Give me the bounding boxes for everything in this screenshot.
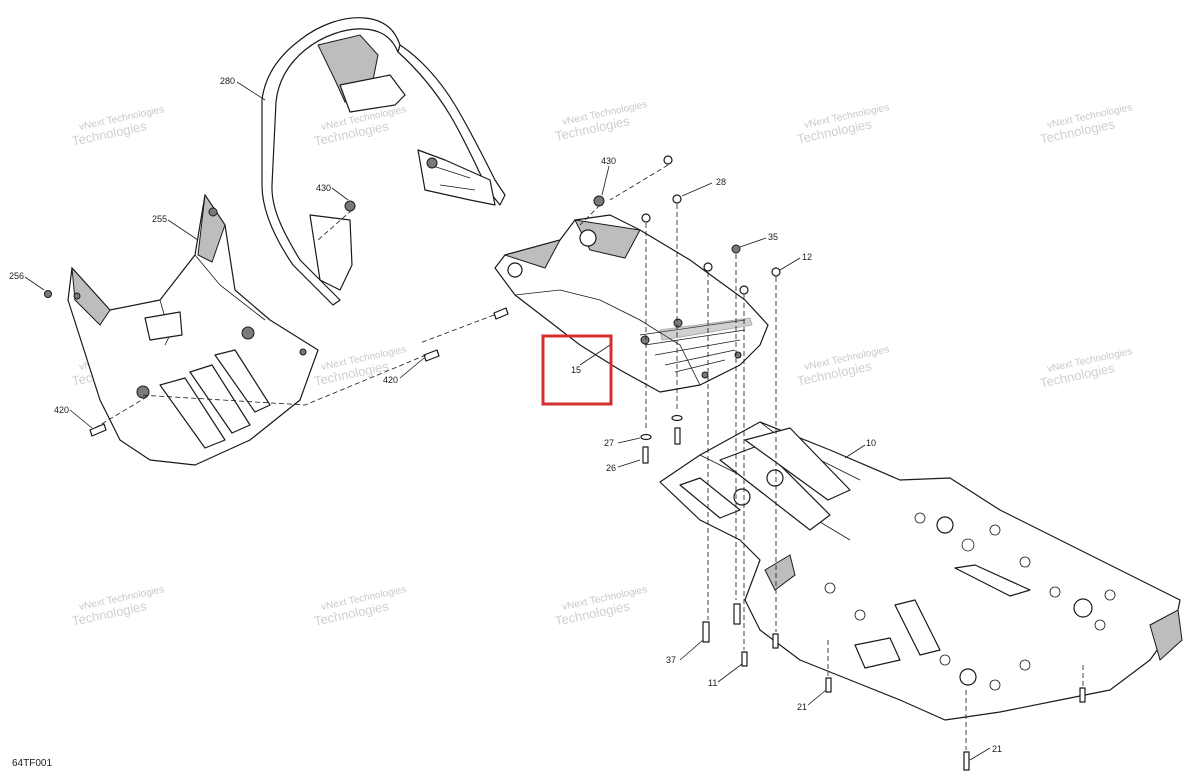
drawing-number: 64TF001 (12, 758, 52, 769)
front-bumper-part-280[interactable] (261, 17, 506, 306)
bolt-37-b[interactable] (733, 603, 741, 625)
nut-12-b[interactable] (739, 285, 749, 295)
callout-256[interactable]: 256 (9, 271, 24, 281)
washer-27-b[interactable] (671, 414, 683, 422)
callout-430-plate[interactable]: 430 (601, 156, 616, 166)
callout-27[interactable]: 27 (604, 438, 614, 448)
fasteners (44, 155, 1086, 771)
nut-28-b[interactable] (641, 213, 651, 223)
front-skid-plate-part-255[interactable] (67, 193, 319, 466)
watermark: vNext Technologies Technologies (554, 584, 649, 629)
screw-420-mid[interactable] (423, 349, 440, 362)
nut-28[interactable] (672, 194, 682, 204)
nut-35-b[interactable] (703, 262, 713, 272)
watermark: vNext Technologies Technologies (796, 344, 891, 389)
middle-skid-plate-part-15[interactable] (494, 214, 769, 393)
nut-35[interactable] (731, 244, 741, 254)
bolt-21-a[interactable] (825, 677, 832, 693)
leader-lines (24, 81, 991, 761)
watermark: vNext Technologies Technologies (71, 104, 166, 149)
callout-430-bumper[interactable]: 430 (316, 183, 331, 193)
bolt-11[interactable] (741, 651, 748, 667)
watermark: vNext Technologies Technologies (554, 99, 649, 144)
callouts: 280 430 255 256 420 420 430 28 35 12 15 … (9, 76, 1002, 754)
callout-15[interactable]: 15 (571, 365, 581, 375)
highlight-box (541, 334, 613, 406)
callout-420-mid[interactable]: 420 (383, 375, 398, 385)
callout-420-left[interactable]: 420 (54, 405, 69, 415)
callout-21-mid[interactable]: 21 (797, 702, 807, 712)
washer-27[interactable] (640, 433, 652, 441)
bolt-21-b[interactable] (1079, 687, 1086, 703)
callout-35[interactable]: 35 (768, 232, 778, 242)
bolt-26-b[interactable] (674, 427, 681, 445)
screw-256[interactable] (44, 290, 52, 298)
bolt-26[interactable] (642, 446, 649, 464)
nut-430-bumper[interactable] (344, 200, 356, 212)
callout-28[interactable]: 28 (716, 177, 726, 187)
callout-280[interactable]: 280 (220, 76, 235, 86)
watermark: vNext Technologies Technologies (71, 584, 166, 629)
screw-420-plate[interactable] (493, 307, 509, 320)
bolt-37[interactable] (702, 621, 710, 643)
callout-12[interactable]: 12 (802, 252, 812, 262)
callout-37[interactable]: 37 (666, 655, 676, 665)
watermark: vNext Technologies Technologies (313, 584, 408, 629)
callout-255[interactable]: 255 (152, 214, 167, 224)
nut-430-top[interactable] (663, 155, 673, 165)
nut-430-plate[interactable] (593, 195, 605, 207)
callout-11[interactable]: 11 (708, 678, 717, 688)
watermark: vNext Technologies Technologies (1039, 102, 1134, 147)
bolt-11-b[interactable] (772, 633, 779, 649)
nut-12[interactable] (771, 267, 781, 277)
screw-420-left[interactable] (89, 423, 107, 437)
callout-26[interactable]: 26 (606, 463, 616, 473)
watermark: vNext Technologies Technologies (796, 102, 891, 147)
watermark: vNext Technologies Technologies (1039, 346, 1134, 391)
callout-21-bottom[interactable]: 21 (992, 744, 1002, 754)
bolt-21-c[interactable] (963, 751, 970, 771)
callout-10[interactable]: 10 (866, 438, 876, 448)
assembly-lines (94, 164, 1084, 750)
rear-skid-plate-part-10[interactable] (659, 421, 1183, 721)
